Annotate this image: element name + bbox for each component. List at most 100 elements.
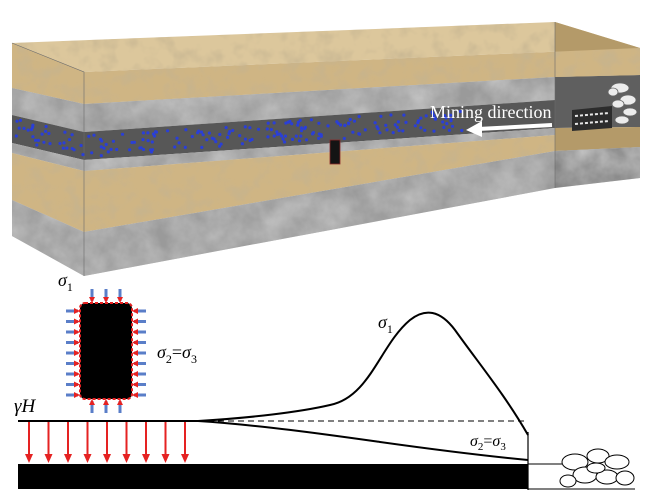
front-coal-seam xyxy=(12,100,555,160)
element-sigma23-label: σ2=σ3 xyxy=(157,342,197,366)
gas-dot xyxy=(348,117,352,122)
gas-dot xyxy=(70,147,74,151)
confining-arrowhead xyxy=(74,360,80,367)
mining-direction-label: Mining direction xyxy=(430,102,551,122)
gas-dot xyxy=(214,140,218,144)
load-arrowhead xyxy=(44,454,53,463)
stress-element xyxy=(66,289,146,413)
confining-arrowhead xyxy=(74,329,80,335)
gas-dot xyxy=(286,120,290,124)
confining-arrows xyxy=(66,289,146,413)
curve-sigma23-label: σ2=σ3 xyxy=(470,433,506,453)
gas-dot xyxy=(141,131,145,135)
stress-element-body xyxy=(79,302,133,400)
gas-dot xyxy=(419,116,423,120)
gas-dot xyxy=(31,135,35,139)
load-arrowhead xyxy=(161,454,170,463)
gamma-h-label: γH xyxy=(14,396,37,417)
gas-dot xyxy=(447,128,451,132)
gas-dot xyxy=(445,122,449,126)
gas-dot xyxy=(266,135,270,139)
gas-dot xyxy=(87,134,91,138)
gas-dot xyxy=(272,134,276,138)
gas-dot xyxy=(90,151,94,155)
gas-dot xyxy=(218,144,222,148)
gas-dot xyxy=(184,128,188,132)
gas-dot xyxy=(152,134,157,138)
side-sand-mid xyxy=(555,127,640,151)
confining-arrowhead xyxy=(74,308,80,314)
support-column xyxy=(329,139,341,165)
gas-dot xyxy=(98,137,103,141)
confining-arrowhead xyxy=(117,399,123,405)
gas-dot xyxy=(141,138,145,142)
gas-dot xyxy=(275,132,280,136)
gas-dot xyxy=(458,109,462,114)
gas-dot xyxy=(44,129,48,133)
load-arrowhead xyxy=(142,454,150,463)
gas-dot xyxy=(393,123,397,127)
gas-dot xyxy=(63,130,67,134)
gas-dot xyxy=(298,118,302,122)
gas-dot xyxy=(183,145,187,149)
gas-dot xyxy=(30,125,35,129)
gas-dot xyxy=(269,128,273,132)
gas-dot xyxy=(317,121,321,125)
gas-dot xyxy=(26,128,30,132)
gas-dot xyxy=(378,131,382,135)
gas-dot xyxy=(358,132,362,136)
gas-dot xyxy=(61,146,65,150)
element-sigma1-label: σ1 xyxy=(58,270,73,294)
gas-dot xyxy=(44,124,48,129)
gas-dot xyxy=(401,129,405,133)
confining-arrowhead xyxy=(89,297,95,303)
gas-dot xyxy=(99,154,103,158)
confining-arrowhead xyxy=(89,399,95,405)
gas-dot xyxy=(281,137,285,141)
gas-dot xyxy=(413,124,417,128)
gas-dot xyxy=(146,139,150,143)
gas-dot xyxy=(154,130,158,134)
gas-dot xyxy=(243,137,247,141)
gas-dot xyxy=(423,128,427,132)
confining-arrowhead xyxy=(132,392,138,398)
load-arrowhead xyxy=(122,454,131,463)
gas-dot xyxy=(111,139,115,143)
gas-dot xyxy=(444,116,448,120)
gas-dot xyxy=(115,147,119,152)
gas-dot xyxy=(48,142,52,146)
gas-dot xyxy=(190,134,194,139)
gas-dot xyxy=(449,113,453,117)
gas-dot xyxy=(347,122,351,126)
gas-dot xyxy=(200,145,204,149)
gas-dot xyxy=(389,113,393,117)
mining-direction-arrowhead xyxy=(466,121,482,137)
confining-arrowhead xyxy=(132,360,138,367)
strata-block: Mining direction xyxy=(11,22,640,276)
gas-dot xyxy=(299,134,303,138)
gas-dot xyxy=(34,138,38,142)
gas-dot xyxy=(70,133,74,137)
gas-dot xyxy=(342,136,346,141)
gas-dot xyxy=(92,133,96,137)
gas-dot xyxy=(62,141,66,145)
gas-dot xyxy=(385,128,389,132)
load-arrowhead xyxy=(83,454,92,463)
gas-dot xyxy=(42,140,46,144)
gas-dot xyxy=(266,121,270,125)
confining-arrowhead xyxy=(132,350,138,356)
gas-dot xyxy=(224,126,228,130)
gas-dot xyxy=(15,119,19,123)
gas-dot xyxy=(207,131,211,135)
confining-arrowhead xyxy=(74,318,80,325)
overburden-load-arrows xyxy=(25,422,189,463)
gas-dot xyxy=(442,125,446,129)
gas-dot xyxy=(432,129,436,133)
gas-dot xyxy=(450,124,455,128)
gas-dot xyxy=(303,127,307,131)
gas-dot xyxy=(196,131,200,135)
gas-dots xyxy=(14,109,464,158)
mining-face-machine xyxy=(572,82,638,131)
gas-dot xyxy=(402,113,406,117)
